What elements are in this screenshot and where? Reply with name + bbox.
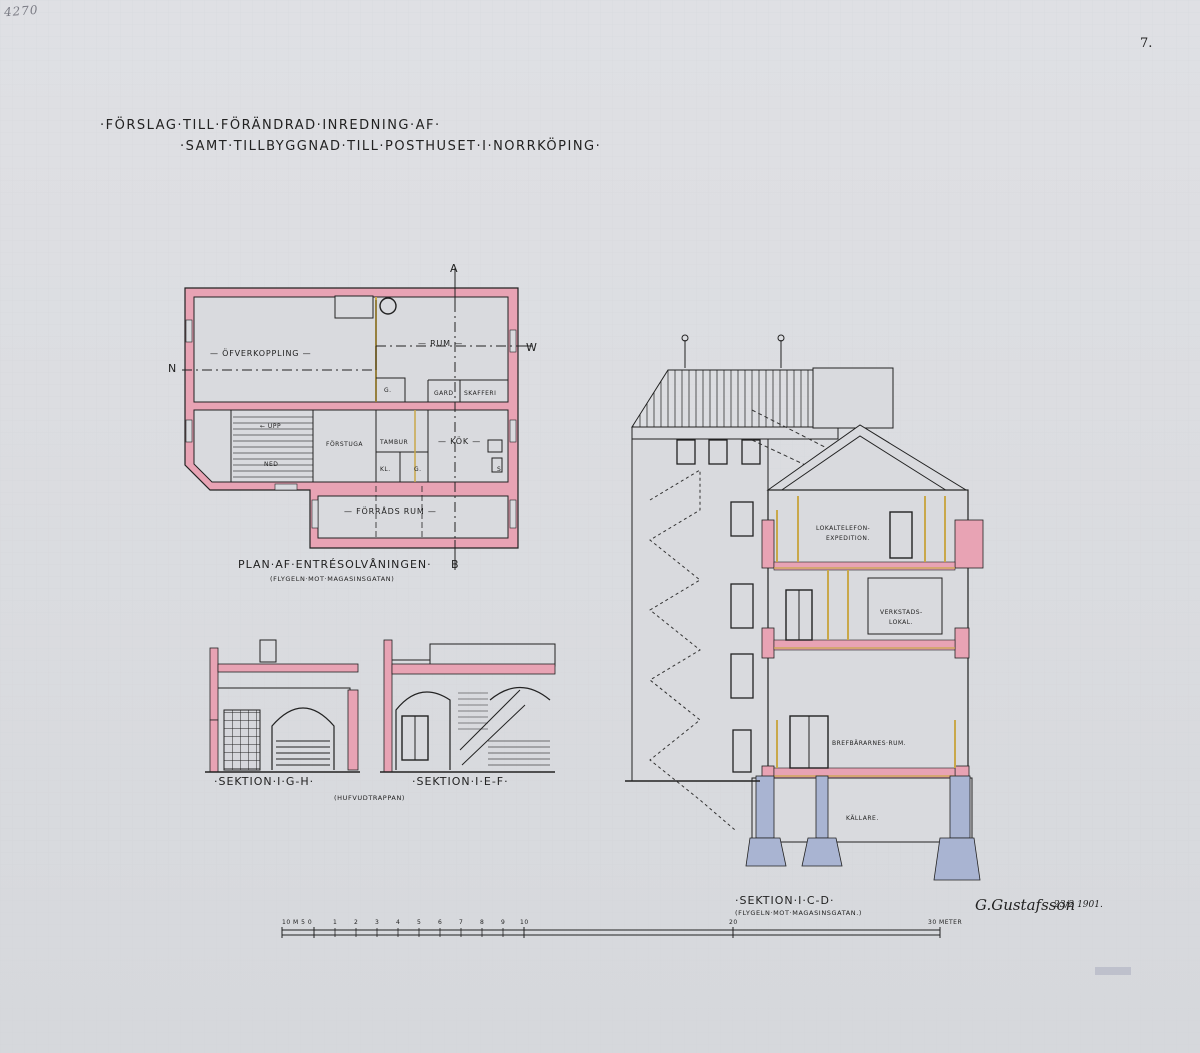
marker-n: N <box>168 362 178 375</box>
scale-tick-1: 1 <box>333 919 338 926</box>
stair-down-label: NED <box>264 461 279 468</box>
marker-b: B <box>451 558 460 571</box>
scale-tick-3: 3 <box>375 919 380 926</box>
room-lokaltelefon: LOKALTELEFON- <box>816 525 871 532</box>
room-verkstads: VERKSTADS- <box>880 609 923 616</box>
room-rum: — RUM — <box>418 339 464 348</box>
scale-bar <box>281 927 941 938</box>
room-skafferi: SKAFFERI <box>464 390 497 397</box>
stair-up-label: ← UPP <box>260 423 282 430</box>
room-forrads: — FÖRRÅDS RUM — <box>344 507 437 516</box>
section-ef-drawing <box>380 639 556 773</box>
section-gh-caption: ·SEKTION·I·G-H· <box>214 775 315 788</box>
scale-tick-2: 2 <box>354 919 359 926</box>
room-g-upper: G. <box>384 387 392 394</box>
title-line-2: ·SAMT·TILLBYGGNAD·TILL·POSTHUSET·I·NORRK… <box>180 139 602 154</box>
scale-tick-8: 8 <box>480 919 485 926</box>
room-kl: KL. <box>380 466 391 473</box>
section-cd-subcaption: (FLYGELN·MOT·MAGASINSGATAN.) <box>735 909 863 917</box>
room-lokal: LOKAL. <box>889 619 914 626</box>
room-kallare: KÄLLARE. <box>846 815 879 822</box>
marker-a: A <box>450 262 459 275</box>
room-g-lower: G. <box>414 466 422 473</box>
marker-w: W <box>526 341 538 354</box>
room-brefbarare: BREFBÄRARNES·RUM. <box>832 740 907 747</box>
room-kok: — KÖK — <box>438 437 482 446</box>
scale-label-right: 30 METER <box>928 919 963 926</box>
pencil-inventory-number: 4270 <box>3 2 39 20</box>
section-gh-drawing <box>205 639 360 773</box>
title-line-1: ·FÖRSLAG·TILL·FÖRÄNDRAD·INREDNING·AF· <box>100 118 441 133</box>
scale-label-left: 10 M 5 0 <box>282 919 313 926</box>
room-tambur: TAMBUR <box>380 439 409 446</box>
stamp-mark <box>1095 967 1131 975</box>
scale-tick-6: 6 <box>438 919 443 926</box>
room-s: S. <box>497 466 504 473</box>
section-ef-caption: ·SEKTION·I·E-F· <box>412 775 509 788</box>
scale-tick-20: 20 <box>729 919 738 926</box>
sections-subcaption: (HUFVUDTRAPPAN) <box>334 794 406 802</box>
page-number: 7. <box>1140 36 1153 51</box>
scale-tick-9: 9 <box>501 919 506 926</box>
room-forstuga: FÖRSTUGA <box>326 441 363 448</box>
room-expedition: EXPEDITION. <box>826 535 870 542</box>
scale-tick-4: 4 <box>396 919 401 926</box>
scale-tick-10: 10 <box>520 919 529 926</box>
room-overkoppling: — ÖFVERKOPPLING — <box>210 349 312 358</box>
plan-subcaption: (FLYGELN·MOT·MAGASINSGATAN) <box>270 575 395 583</box>
section-cd-drawing <box>625 334 984 881</box>
plan-caption: PLAN·AF·ENTRÉSOLVÅNINGEN· <box>238 558 432 571</box>
scale-tick-7: 7 <box>459 919 464 926</box>
signature-date: 23/2 1901. <box>1054 900 1103 910</box>
room-gard: GARD <box>434 390 454 397</box>
section-cd-caption: ·SEKTION·I·C-D· <box>735 894 835 907</box>
scale-tick-5: 5 <box>417 919 422 926</box>
architect-signature: G.Gustafsson <box>975 896 1076 914</box>
floor-plan <box>182 268 532 570</box>
